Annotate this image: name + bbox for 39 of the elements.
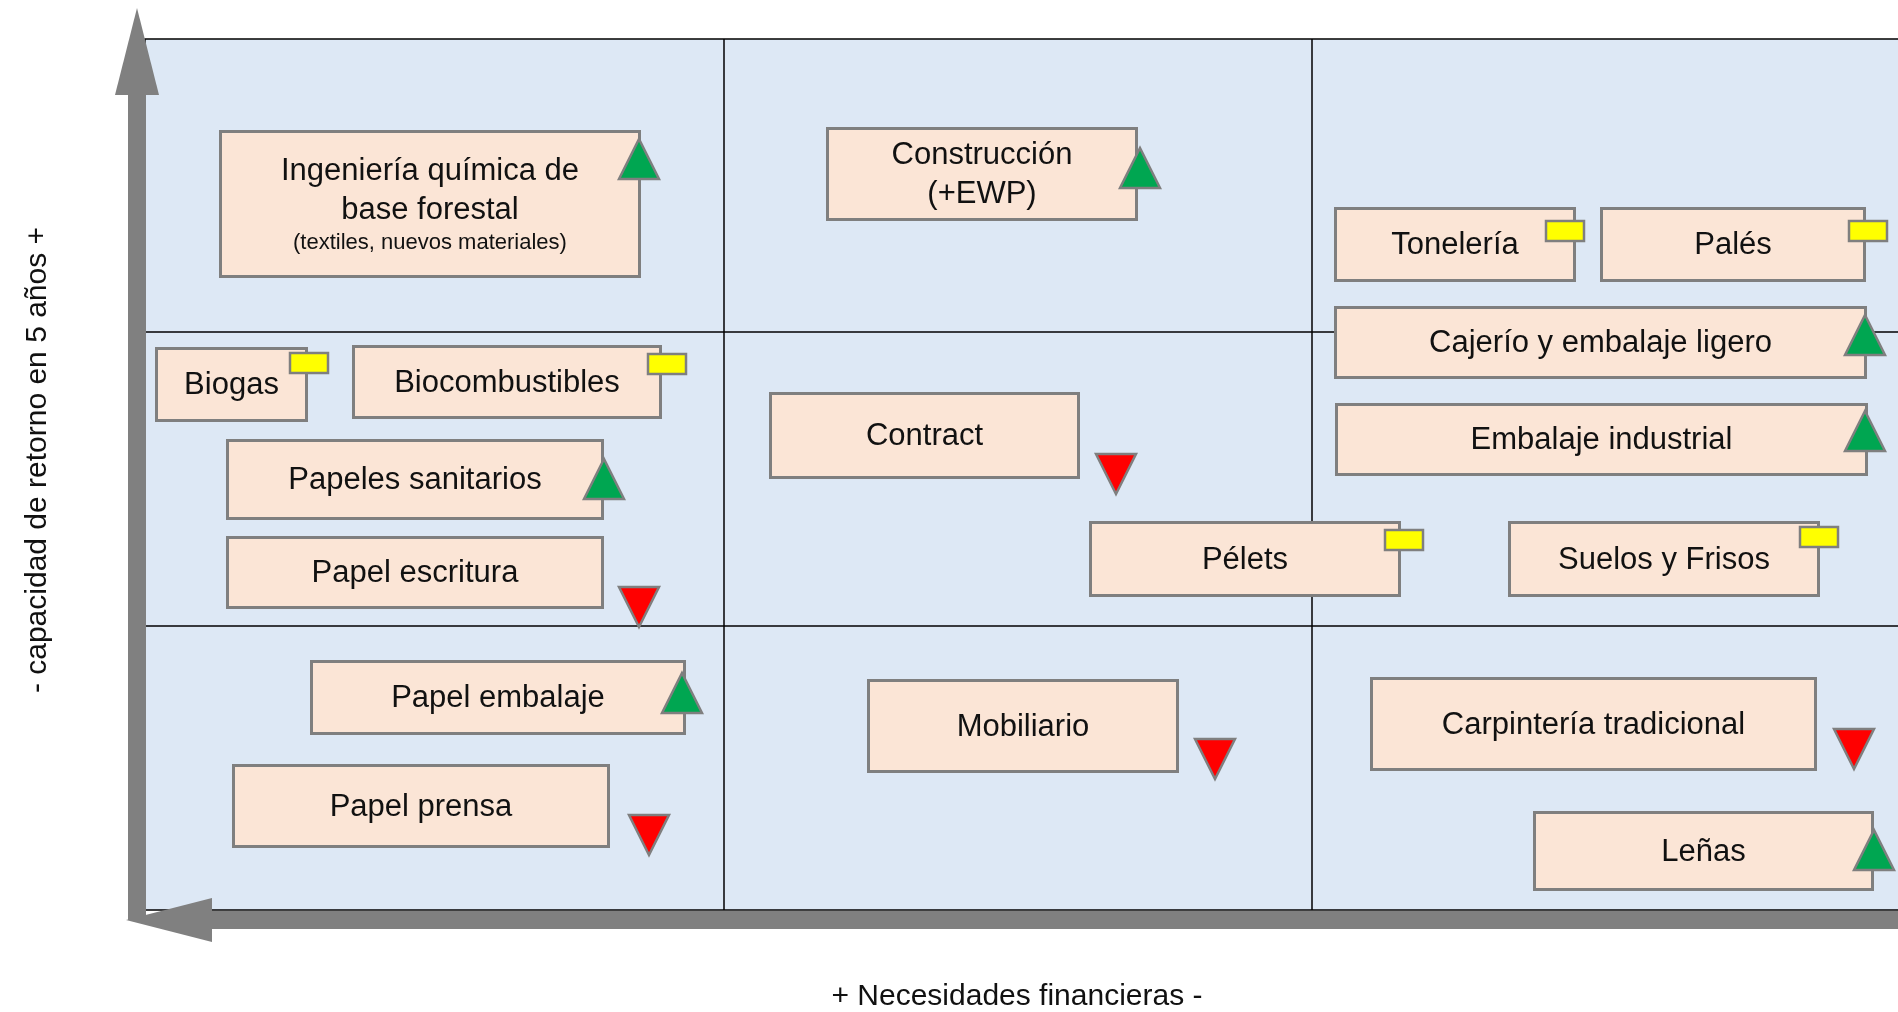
x-axis-label: + Necesidades financieras - (831, 978, 1203, 1012)
sector-label: Leñas (1661, 831, 1746, 870)
sector-label: Carpintería tradicional (1441, 704, 1746, 743)
sector-label: Papel escritura (311, 553, 519, 592)
sector-label: Biocombustibles (394, 362, 620, 401)
sector-label: Ingeniería química de base forestal (279, 150, 581, 228)
sector-label: Palés (1694, 225, 1772, 264)
sector-box (226, 439, 604, 520)
sector-box (155, 347, 308, 422)
sector-label: Cajerío y embalaje ligero (1429, 323, 1772, 362)
sector-label: Embalaje industrial (1470, 420, 1733, 459)
sector-label: Contract (865, 416, 984, 455)
sector-box (769, 392, 1080, 479)
sector-label: Papeles sanitarios (288, 460, 542, 499)
sector-label: Papel embalaje (391, 678, 605, 717)
sector-label: Tonelería (1391, 225, 1519, 264)
sector-box (1334, 207, 1576, 282)
sector-box (867, 679, 1179, 773)
sector-label: Construcción (+EWP) (890, 135, 1074, 212)
y-axis-label: - capacidad de retorno en 5 años + (19, 226, 53, 694)
sector-box (1334, 306, 1867, 379)
sector-box (219, 130, 641, 278)
sector-box (1600, 207, 1866, 282)
sector-label: Pélets (1201, 539, 1289, 578)
sector-label: Suelos y Frisos (1558, 539, 1770, 578)
sector-box (1335, 403, 1868, 476)
sector-note: (textiles, nuevos materiales) (293, 228, 567, 257)
sector-label: Biogas (184, 365, 279, 404)
sector-box (1089, 521, 1401, 597)
sector-label: Mobiliario (956, 706, 1090, 745)
sector-box (232, 764, 610, 848)
sector-box (826, 127, 1138, 221)
sector-box (1533, 811, 1874, 891)
sector-box (1370, 677, 1817, 771)
sector-box (1508, 521, 1820, 597)
sector-box (310, 660, 686, 735)
sector-label: Papel prensa (329, 786, 513, 825)
sector-box (352, 345, 662, 419)
sector-box (226, 536, 604, 609)
